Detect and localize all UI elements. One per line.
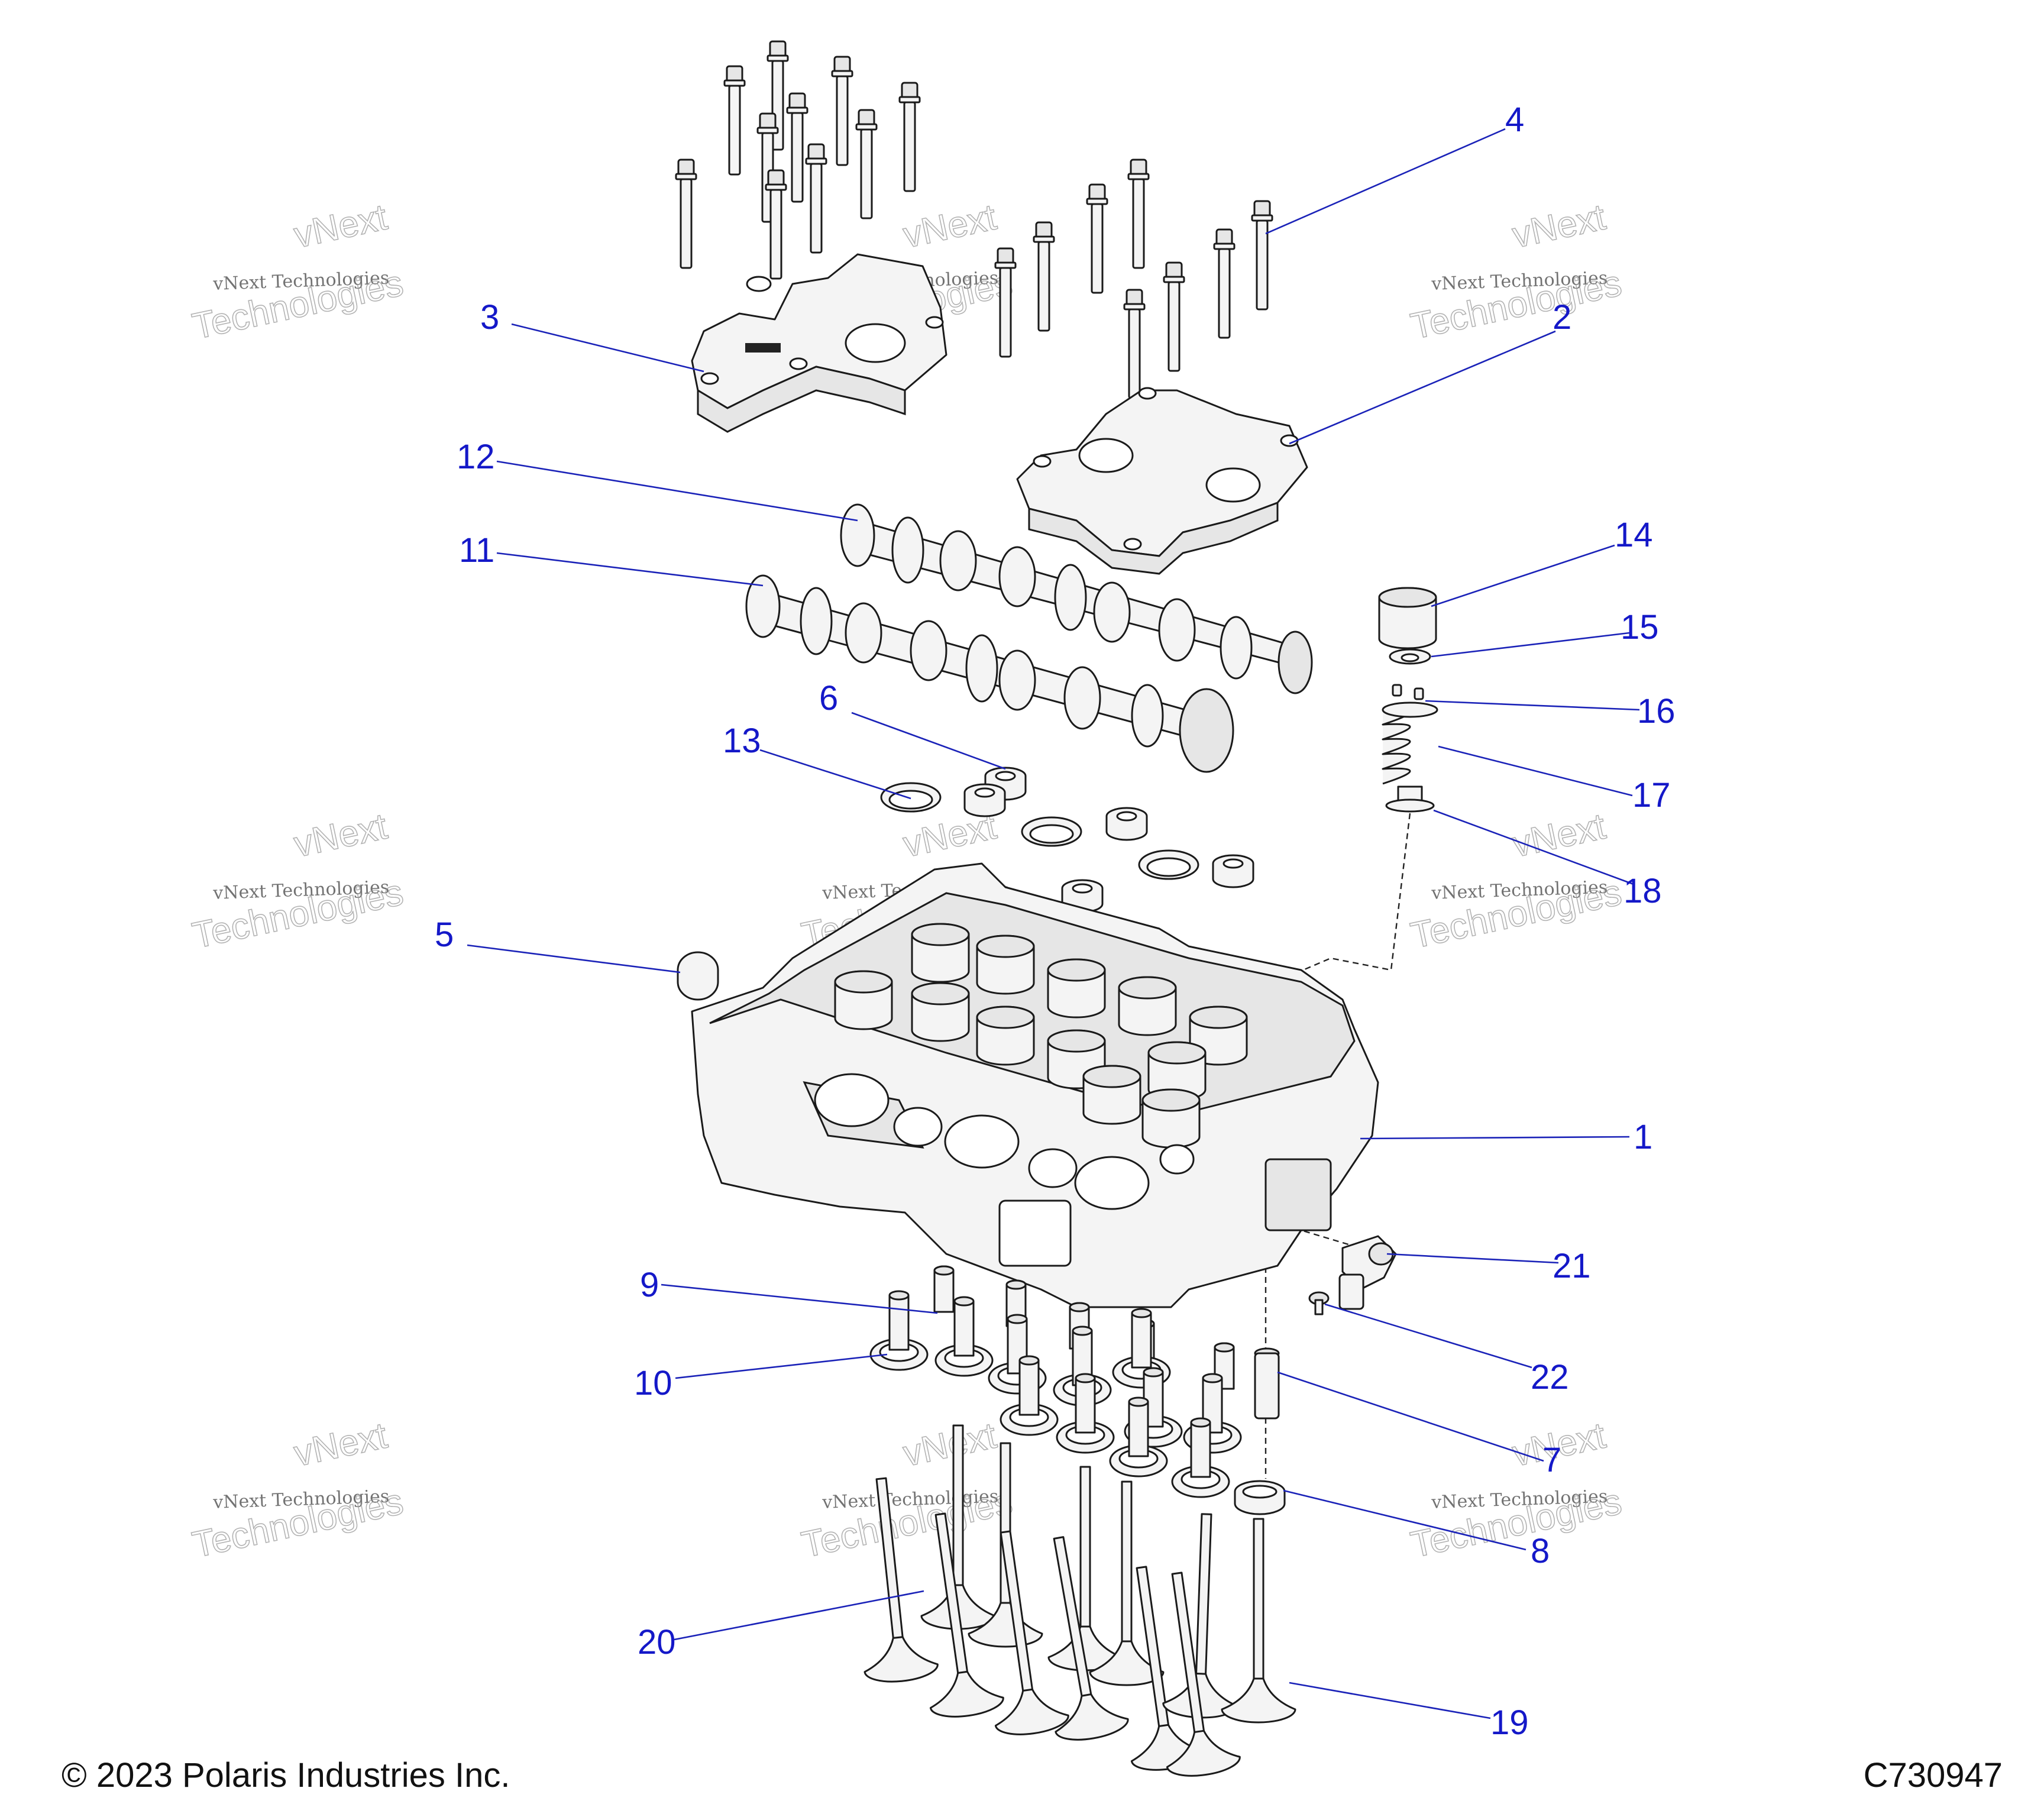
bolt <box>675 159 697 269</box>
valve-guide <box>933 1265 955 1313</box>
camshaft-12 <box>840 503 1313 694</box>
bolt <box>898 82 921 192</box>
bolt <box>1086 183 1108 294</box>
watermark: vNext vNext Technologies Technologies <box>189 806 407 957</box>
bolt <box>723 65 746 176</box>
callout-8: 8 <box>1531 1532 1550 1570</box>
bolt <box>765 169 787 280</box>
gasket-ring <box>880 782 942 813</box>
diagram-code: C730947 <box>1863 1756 2003 1795</box>
spring-retainer-15 <box>1389 648 1431 665</box>
lifter-bore <box>1141 1088 1201 1149</box>
valve-guide-7 <box>1254 1347 1280 1420</box>
watermark: vNext vNext Technologies Technologies <box>1407 1415 1626 1566</box>
valve <box>1221 1518 1296 1724</box>
svg-text:vNext: vNext <box>1509 197 1609 256</box>
svg-text:vNext: vNext <box>290 197 390 256</box>
plug <box>963 783 1006 817</box>
callout-12: 12 <box>457 438 495 476</box>
valve-spring-17 <box>1382 701 1438 785</box>
plug <box>1212 854 1254 888</box>
camshaft-cap-right-2 <box>1016 387 1308 575</box>
valve-stem-seal-18 <box>1385 785 1435 813</box>
lifter-bore <box>1118 976 1177 1036</box>
watermark: vNext vNext Technologies Technologies <box>798 1415 1017 1566</box>
callout-15: 15 <box>1621 608 1659 646</box>
callout-1: 1 <box>1634 1118 1652 1156</box>
valve-keepers-16 <box>1392 684 1424 700</box>
lifter-bore <box>911 982 970 1042</box>
bolt <box>1251 200 1273 311</box>
callout-6: 6 <box>819 679 838 717</box>
bucket-lifter-14 <box>1378 587 1437 649</box>
svg-text:vNext: vNext <box>900 197 1000 256</box>
lifter-bore <box>1082 1065 1141 1125</box>
callout-19: 19 <box>1490 1703 1529 1742</box>
cylinder-head-1 <box>691 862 1379 1308</box>
valve-train-14-18 <box>1378 587 1438 813</box>
lifter-bore <box>976 935 1035 995</box>
callout-2: 2 <box>1553 298 1571 337</box>
callout-18: 18 <box>1623 872 1662 910</box>
lifter-bore <box>1047 958 1106 1019</box>
callout-5: 5 <box>435 916 454 954</box>
callout-9: 9 <box>640 1266 659 1304</box>
callout-7: 7 <box>1542 1441 1561 1479</box>
callout-10: 10 <box>634 1364 672 1402</box>
lifter-bore <box>976 1006 1035 1066</box>
callout-20: 20 <box>638 1623 676 1661</box>
gasket-ring <box>1138 849 1199 880</box>
callout-4: 4 <box>1505 101 1524 139</box>
watermark: vNext vNext Technologies Technologies <box>189 1415 407 1566</box>
gasket-ring <box>1021 816 1082 847</box>
camshaft-cap-left-3 <box>691 253 947 433</box>
callout-21: 21 <box>1553 1247 1591 1285</box>
bolt <box>1123 289 1146 399</box>
watermark: vNext vNext Technologies Technologies <box>1407 196 1626 348</box>
callout-16: 16 <box>1637 692 1676 730</box>
callout-labels: 4 3 2 12 11 14 15 16 17 18 6 13 5 1 21 2… <box>435 101 1676 1742</box>
valve <box>1162 1512 1244 1720</box>
watermark: vNext vNext Technologies Technologies <box>1407 806 1626 957</box>
leader-lines <box>467 128 1640 1719</box>
bolt <box>1033 221 1055 332</box>
copyright-notice: © 2023 Polaris Industries Inc. <box>62 1756 510 1795</box>
valve-stem-seal <box>869 1290 929 1371</box>
svg-text:vNext: vNext <box>290 806 390 865</box>
watermark: vNext vNext Technologies Technologies <box>189 196 407 348</box>
plug-5 <box>677 951 719 1001</box>
callout-11: 11 <box>459 531 494 570</box>
bolt <box>1127 159 1150 269</box>
callout-17: 17 <box>1632 776 1671 814</box>
bolt <box>805 143 827 254</box>
bolt <box>1163 261 1185 372</box>
camshaft-11 <box>745 574 1234 773</box>
plug <box>1105 807 1148 841</box>
valve-seat-8 <box>1234 1480 1286 1515</box>
bolt <box>831 56 853 166</box>
bolt <box>786 92 808 203</box>
lifter-bore <box>834 970 893 1030</box>
lifter-bore <box>911 923 970 983</box>
svg-text:vNext: vNext <box>900 1415 1000 1475</box>
callout-22: 22 <box>1531 1358 1569 1396</box>
callout-14: 14 <box>1615 516 1653 554</box>
sensor-21 <box>1338 1235 1397 1310</box>
callout-3: 3 <box>480 298 499 337</box>
bolt <box>1213 228 1236 339</box>
bolt-22 <box>1308 1291 1330 1315</box>
svg-text:vNext: vNext <box>290 1415 390 1475</box>
callout-13: 13 <box>723 722 761 760</box>
bolt <box>855 109 878 219</box>
